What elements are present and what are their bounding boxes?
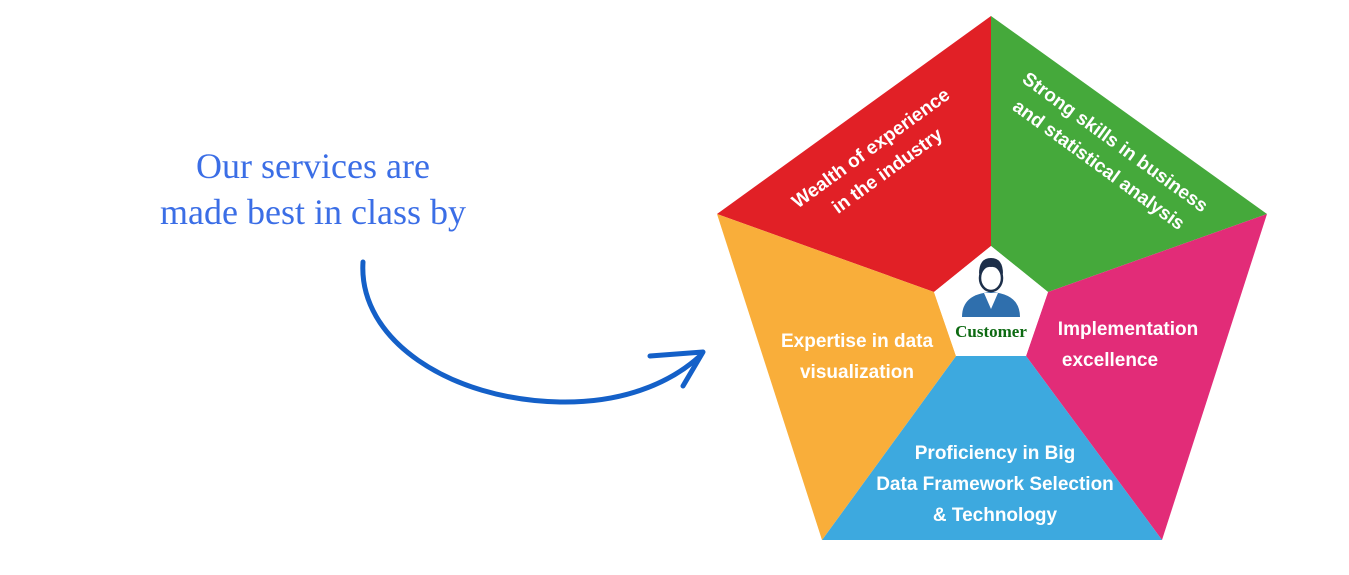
intro-line-2: made best in class by	[160, 192, 466, 232]
segment-label-right-line-2: excellence	[1062, 350, 1158, 371]
customer-label: Customer	[955, 322, 1027, 341]
segment-label-left-line-1: Expertise in data	[781, 331, 933, 352]
curved-arrow-icon	[360, 259, 706, 405]
segment-label-right-line-1: Implementation	[1058, 319, 1198, 340]
segment-top-left	[717, 16, 991, 292]
intro-line-1: Our services are	[196, 146, 430, 186]
segment-label-bottom-line-1: Proficiency in Big	[915, 443, 1075, 464]
segment-bottom	[822, 356, 1162, 540]
segment-right	[1026, 214, 1267, 540]
segment-left	[717, 214, 956, 540]
segment-top-right	[991, 16, 1267, 292]
segment-label-bottom-line-2: Data Framework Selection	[876, 474, 1114, 495]
customer-person-icon	[962, 258, 1020, 317]
segment-label-bottom-line-3: & Technology	[933, 505, 1058, 526]
segment-label-left-line-2: visualization	[800, 362, 914, 383]
intro-text: Our services are made best in class by	[95, 143, 531, 235]
